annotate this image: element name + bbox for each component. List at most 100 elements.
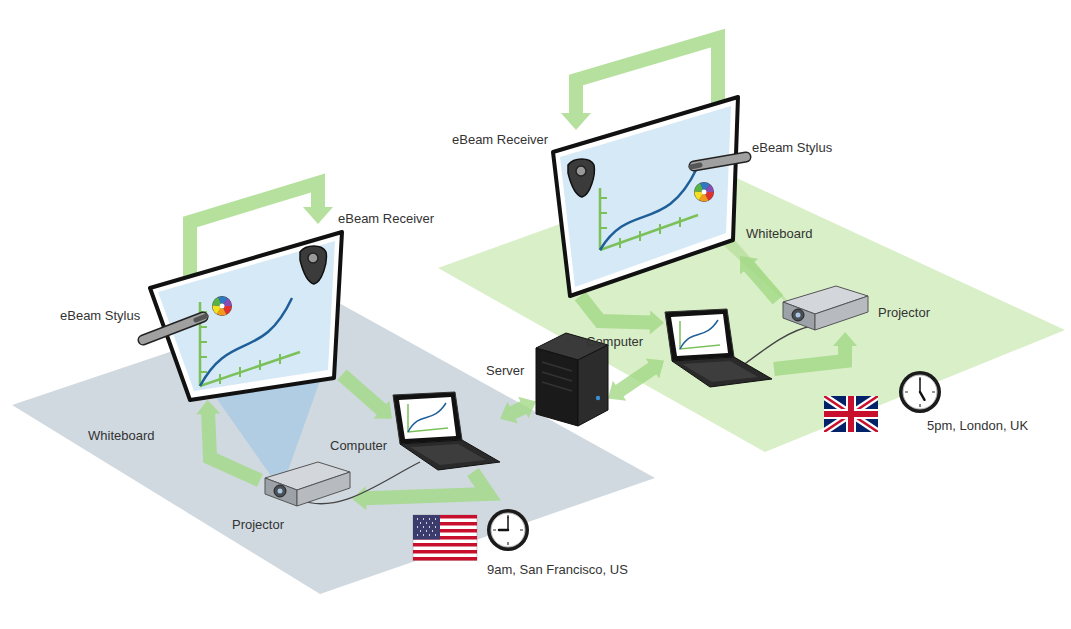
flow-arrow (196, 400, 260, 480)
receiver-device (308, 253, 318, 263)
receiver-device (568, 159, 594, 197)
clock-icon (899, 371, 941, 413)
flow-arrow (580, 296, 664, 334)
whiteboard-figure (600, 188, 698, 250)
laptop-figure (672, 357, 772, 387)
color-palette-icon (216, 300, 228, 312)
flow-band (580, 296, 651, 322)
us-flag (413, 515, 440, 540)
uk-flag (824, 396, 878, 432)
arrowhead (500, 402, 518, 424)
clock-icon (507, 517, 509, 530)
stylus-pen (143, 316, 206, 340)
laptop-figure (680, 321, 720, 349)
projector-figure (792, 309, 804, 321)
whiteboard-figure (150, 232, 342, 400)
part-label: 5pm, London, UK (927, 418, 1028, 433)
receiver-device (300, 246, 326, 284)
receiver-device (576, 166, 586, 176)
flow-arrow (342, 375, 392, 419)
color-palette-icon (220, 304, 225, 309)
laptop-figure (399, 397, 456, 439)
whiteboard-figure (150, 232, 342, 400)
color-palette-icon (698, 186, 710, 198)
color-palette-icon (216, 300, 228, 312)
part-label: eBeam Stylus (60, 308, 140, 323)
clock-icon (493, 515, 523, 545)
color-palette-icon (694, 182, 714, 202)
flow-band (342, 375, 382, 410)
laptop-figure (671, 314, 728, 356)
whiteboard-figure (553, 97, 738, 296)
projector-figure (783, 302, 815, 330)
device-label: Projector (878, 305, 930, 320)
device-area: Projector (260, 462, 352, 508)
flow-band (774, 345, 845, 369)
color-palette-icon (698, 186, 710, 198)
us-flag (413, 515, 477, 561)
color-palette-icon (702, 190, 707, 195)
whiteboard-figure (560, 106, 731, 287)
arrowhead (374, 400, 392, 418)
device-area: Whiteboard (150, 232, 342, 400)
color-palette-icon (216, 300, 228, 312)
laptop-figure (393, 392, 500, 470)
flow-arrow (740, 256, 778, 300)
server-figure (578, 345, 608, 426)
server-figure (542, 362, 572, 391)
flow-band (208, 413, 260, 480)
us-flag (413, 515, 477, 561)
stylus-pen (691, 157, 746, 167)
laptop-figure (400, 440, 500, 470)
device-area: Projector (778, 286, 870, 332)
arrowhead (196, 400, 220, 414)
color-palette-icon (216, 300, 228, 312)
color-palette-icon (216, 300, 228, 312)
clock-icon (491, 513, 525, 547)
flow-arrow (774, 332, 857, 369)
flow-arrow (352, 472, 488, 510)
stylus-pen (691, 165, 700, 167)
stylus-pen (196, 316, 206, 320)
whiteboard-figure (158, 241, 335, 391)
uk-flag (824, 396, 878, 432)
us-flag (417, 519, 436, 535)
color-palette-icon (212, 296, 232, 316)
server-figure (536, 348, 578, 426)
arrowhead (518, 397, 536, 419)
flow-band (561, 113, 591, 130)
us-flag (413, 550, 477, 554)
whiteboard-figure (600, 168, 697, 250)
laptop-figure (393, 392, 462, 444)
projector-figure (815, 296, 868, 330)
color-palette-icon (698, 186, 710, 198)
laptop-figure (408, 404, 448, 432)
part-label: eBeam Stylus (752, 140, 832, 155)
device-area: Whiteboard (552, 96, 740, 296)
projector-figure (265, 478, 297, 506)
color-palette-icon (212, 296, 232, 316)
laptop-figure (665, 309, 734, 361)
whiteboard-figure (553, 97, 738, 296)
floor-plane (438, 168, 1065, 452)
projector-figure (783, 286, 868, 330)
arrowhead (352, 486, 366, 510)
device-label: Whiteboard (746, 226, 812, 241)
device-label: Projector (232, 517, 284, 532)
projector-figure (796, 313, 801, 318)
part-label: 9am, San Francisco, US (487, 562, 628, 577)
flow-band (303, 207, 333, 224)
clock-icon (903, 375, 937, 409)
projector-figure (274, 485, 286, 497)
server-figure (596, 396, 600, 400)
clock-icon (487, 509, 529, 551)
clock-icon (899, 371, 941, 413)
cable (742, 326, 812, 366)
us-flag (413, 543, 477, 547)
receiver-device (300, 246, 326, 284)
color-palette-icon (698, 186, 710, 198)
arrowhead (650, 310, 664, 334)
arrowhead (646, 359, 664, 379)
flow-band (619, 368, 653, 391)
